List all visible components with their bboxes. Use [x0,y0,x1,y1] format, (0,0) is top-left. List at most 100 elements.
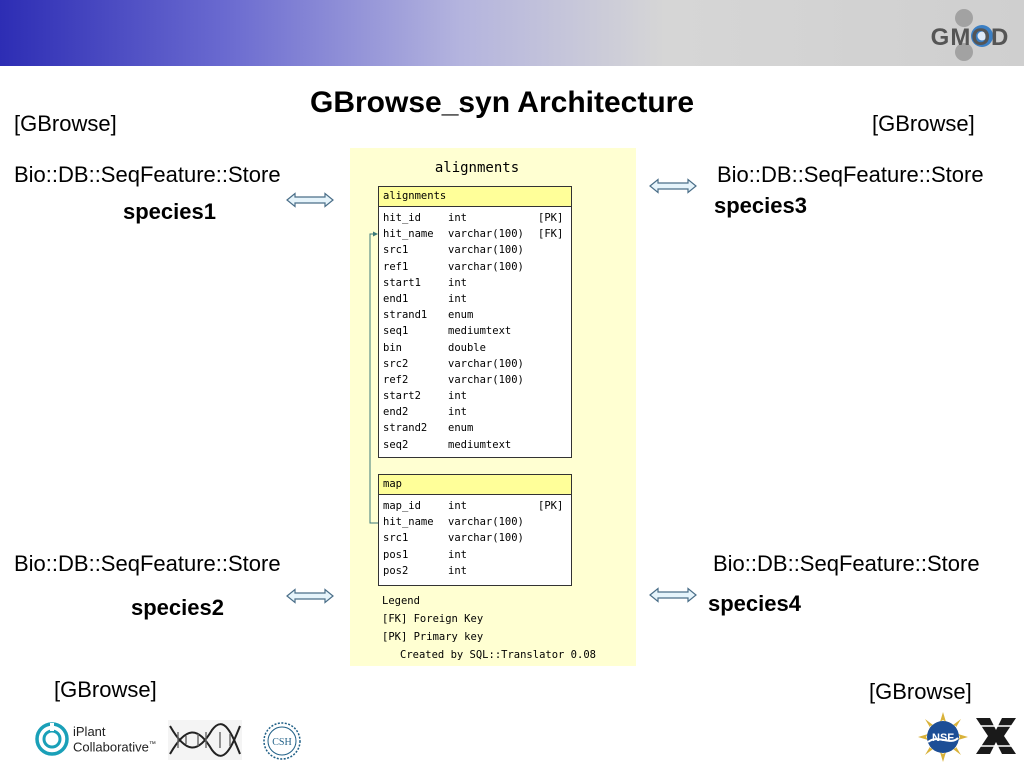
column-name: bin [383,341,402,354]
table-row: hit_name varchar(100) [FK] [379,226,571,242]
gmod-logo: GMOD [931,9,1010,61]
column-name: src1 [383,532,409,545]
legend-fk: [FK] Foreign Key [382,613,484,625]
column-name: seq1 [383,325,409,338]
schema-legend: Legend [FK] Foreign Key [PK] Primary key… [382,592,622,664]
column-name: strand1 [383,309,428,322]
table-row: ref2 varchar(100) [379,372,571,388]
store-label-top-left: Bio::DB::SeqFeature::Store [14,162,281,187]
column-type: enum [448,422,474,435]
column-type: int [448,406,467,419]
column-type: double [448,341,486,354]
institution-logo-icon [976,718,1016,754]
column-key: [PK] [538,500,564,512]
column-type: varchar(100) [448,357,524,370]
species-label-bottom-right: species4 [708,591,801,616]
column-type: varchar(100) [448,373,524,386]
table-row: strand2 enum [379,420,571,436]
slide-title: GBrowse_syn Architecture [309,86,695,119]
species-label-bottom-left: species2 [131,595,224,620]
svg-text:CSH: CSH [272,737,291,748]
column-type: varchar(100) [448,228,524,241]
table-row: strand1 enum [379,307,571,323]
column-name: ref2 [383,373,409,386]
column-type: mediumtext [448,325,512,338]
gbrowse-label-top-left: [GBrowse] [14,111,117,136]
column-name: map_id [383,500,421,512]
table-row: map_id int [PK] [379,498,571,514]
column-type: int [448,500,467,512]
column-key: [FK] [538,228,564,241]
column-type: int [448,212,467,224]
svg-text:GMOD: GMOD [931,24,1010,51]
double-arrow-icon [649,178,697,194]
column-type: varchar(100) [448,516,524,529]
svg-text:NSF: NSF [932,732,954,744]
header-band [0,0,1024,66]
column-name: hit_id [383,212,421,224]
column-name: src2 [383,357,409,370]
column-type: int [448,276,467,289]
column-name: pos2 [383,564,409,577]
gbrowse-label-bottom-right: [GBrowse] [869,679,972,704]
column-name: end2 [383,406,409,419]
column-name: hit_name [383,228,434,241]
column-name: hit_name [383,516,434,529]
column-name: ref1 [383,260,409,273]
iplant-logo-icon [35,722,69,756]
column-type: int [448,390,467,403]
column-name: strand2 [383,422,428,435]
column-name: pos1 [383,548,409,561]
table-row: hit_id int [PK] [379,210,571,226]
column-type: varchar(100) [448,260,524,273]
double-arrow-icon [286,588,334,604]
foreign-key-connector [369,231,378,524]
store-label-bottom-right: Bio::DB::SeqFeature::Store [713,551,980,576]
column-type: int [448,564,467,577]
column-type: enum [448,309,474,322]
table-row: pos1 int [379,547,571,563]
double-arrow-icon [286,192,334,208]
species-label-top-right: species3 [714,193,807,218]
table-row: seq1 mediumtext [379,323,571,339]
store-label-top-right: Bio::DB::SeqFeature::Store [717,162,984,187]
column-type: varchar(100) [448,532,524,545]
column-name: start2 [383,390,421,403]
gbrowse-label-top-right: [GBrowse] [872,111,975,136]
column-type: mediumtext [448,438,512,451]
gbrowse-label-bottom-left: [GBrowse] [54,677,157,702]
legend-pk: [PK] Primary key [382,631,484,643]
legend-created-by: Created by SQL::Translator 0.08 [400,649,596,661]
schema-heading: alignments [434,160,520,176]
table-row: pos2 int [379,563,571,579]
table-row: src1 varchar(100) [379,530,571,546]
double-arrow-icon [649,587,697,603]
column-type: varchar(100) [448,244,524,257]
column-type: int [448,292,467,305]
iplant-logo-text: iPlant Collaborative™ [73,724,156,755]
table-header: alignments [379,187,571,207]
table-row: seq2 mediumtext [379,437,571,453]
table-row: start1 int [379,275,571,291]
legend-title: Legend [382,595,420,607]
cshl-logo-icon: CSH [263,722,301,760]
table-row: src1 varchar(100) [379,242,571,258]
table-row: hit_name varchar(100) [379,514,571,530]
store-label-bottom-left: Bio::DB::SeqFeature::Store [14,551,281,576]
species-label-top-left: species1 [123,199,216,224]
table-row: bin double [379,340,571,356]
column-type: int [448,548,467,561]
table-row: end2 int [379,404,571,420]
table-row: start2 int [379,388,571,404]
column-name: seq2 [383,438,409,451]
table-row: ref1 varchar(100) [379,259,571,275]
dna-helix-image [168,720,242,760]
column-name: src1 [383,244,409,257]
column-name: start1 [383,276,421,289]
table-row: src2 varchar(100) [379,356,571,372]
column-key: [PK] [538,212,564,224]
